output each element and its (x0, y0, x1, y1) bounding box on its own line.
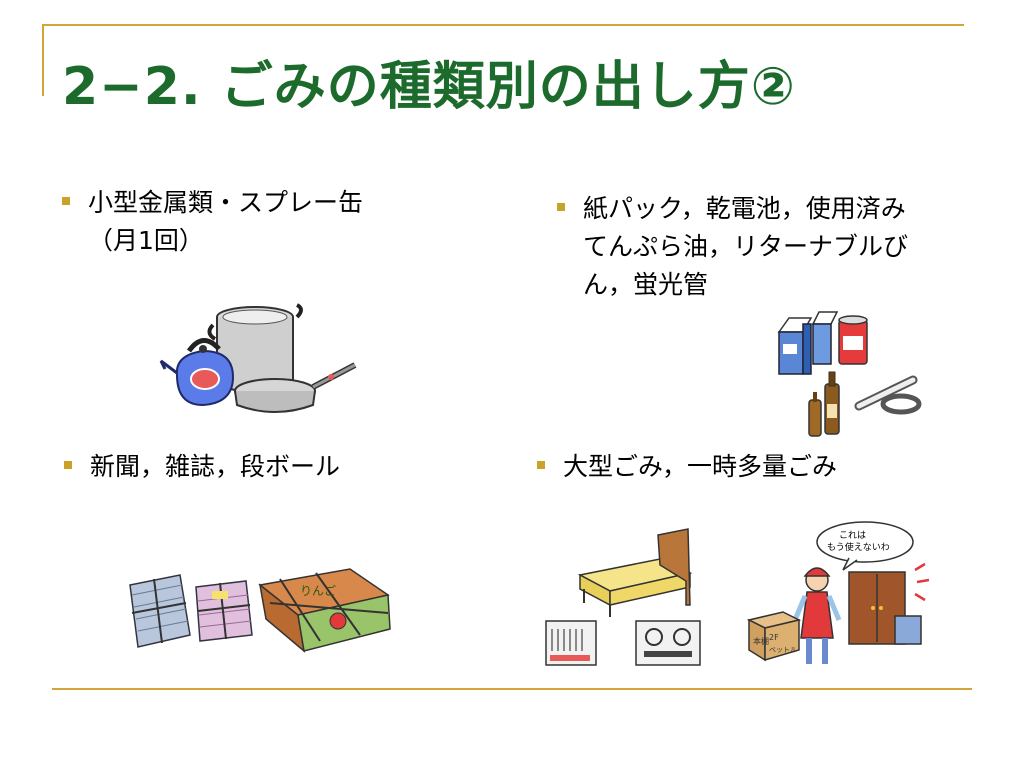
slide-title: 2−2. ごみの種類別の出し方② (62, 57, 796, 117)
box-label-3: 2F (769, 633, 779, 642)
heater-icon (545, 620, 597, 666)
bullet-line: 新聞，雑誌，段ボール (90, 452, 341, 481)
recyclables-illustration (775, 308, 925, 448)
battery-icon (838, 315, 868, 365)
cabinet-icon (848, 562, 930, 645)
bubble-text-1: これは (839, 530, 866, 541)
bullet-text: 新聞，雑誌，段ボール (90, 448, 340, 486)
bullet-text: 小型金属類・スプレー缶 （月1回） (88, 184, 363, 260)
bullet-line: 大型ごみ，一時多量ごみ (563, 452, 838, 481)
frame-top-line (42, 24, 964, 26)
large-items-illustration (540, 525, 710, 675)
bullet-line: （月1回） (88, 226, 204, 255)
cardboard-bundle-icon: りんご (258, 568, 391, 653)
pan-icon (234, 362, 357, 413)
bullet-text: 大型ごみ，一時多量ごみ (563, 448, 837, 486)
bullet-line: てんぷら油，リターナブルび (583, 232, 909, 261)
bullet-line: ん，蛍光管 (583, 270, 709, 299)
fluorescent-tube-icon (854, 375, 922, 415)
bundle-label: りんご (300, 583, 336, 598)
magazine-bundle-icon (195, 580, 253, 642)
newspaper-bundle-icon (129, 574, 191, 648)
frame-bottom-line (52, 688, 972, 690)
paper-bundles-illustration: りんご (120, 555, 400, 660)
bubble-text-2: もう使えないわ (827, 541, 890, 553)
metal-items-illustration (155, 295, 365, 425)
bullet-marker (537, 461, 545, 469)
bullet-paper-packs: 紙パック，乾電池，使用済み てんぷら油，リターナブルび ん，蛍光管 (557, 190, 977, 304)
milk-carton-icon (777, 311, 839, 375)
bullet-text: 紙パック，乾電池，使用済み てんぷら油，リターナブルび ん，蛍光管 (583, 190, 908, 304)
woman-icon (792, 567, 842, 664)
bullet-marker (557, 203, 565, 211)
box-label-2: ベットル (769, 646, 797, 654)
box-icon: 本棚 2F ベットル (746, 611, 802, 662)
cassette-deck-icon (635, 620, 701, 666)
bullet-small-metals: 小型金属類・スプレー缶 （月1回） (62, 184, 422, 260)
bottle-icon (808, 371, 840, 437)
bed-icon (577, 528, 693, 617)
bullet-newspapers: 新聞，雑誌，段ボール (64, 448, 444, 486)
bullet-marker (64, 461, 72, 469)
speech-bubble: これは もう使えないわ (816, 521, 914, 571)
kettle-icon (159, 338, 235, 407)
box-label-1: 本棚 (753, 636, 769, 646)
bullet-line: 紙パック，乾電池，使用済み (583, 194, 906, 223)
bullet-large-garbage: 大型ごみ，一時多量ごみ (537, 448, 957, 486)
bullet-line: 小型金属類・スプレー缶 (88, 188, 364, 217)
woman-illustration: これは もう使えないわ 本棚 2F ベットル (745, 520, 935, 675)
bullet-marker (62, 197, 70, 205)
frame-left-line (42, 24, 44, 96)
